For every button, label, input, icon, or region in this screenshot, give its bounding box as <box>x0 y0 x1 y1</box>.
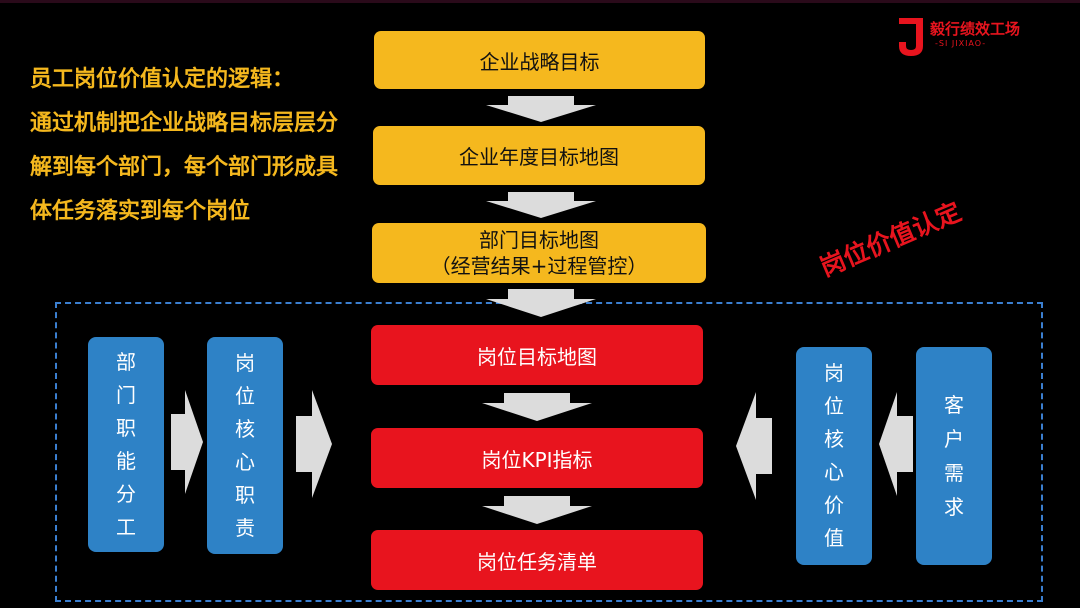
logo-name: 毅行绩效工场 <box>930 20 1021 38</box>
column-char: 核 <box>235 416 255 441</box>
logic-description: 员工岗位价值认定的逻辑： 通过机制把企业战略目标层层分 解到每个部门，每个部门形… <box>30 58 360 234</box>
flow-box-label: 企业年度目标地图 <box>459 145 619 169</box>
down-arrow-icon <box>486 289 596 317</box>
column-char: 岗 <box>824 361 844 385</box>
flow-box-label: 岗位目标地图 <box>477 344 597 369</box>
column-char: 值 <box>824 526 844 550</box>
column-char: 价 <box>824 493 844 517</box>
job-core-duty-column: 岗 位 核 心 职 责 <box>207 337 283 554</box>
flow-box-sublabel: （经营结果+过程管控） <box>430 254 648 278</box>
column-char: 户 <box>944 427 964 451</box>
flow-box-job-kpi: 岗位KPI指标 <box>371 428 703 488</box>
description-line: 解到每个部门，每个部门形成具 <box>30 155 339 180</box>
dept-function-column: 部 门 职 能 分 工 <box>88 337 164 552</box>
column-char: 职 <box>235 482 255 507</box>
flow-box-strategy: 企业战略目标 <box>374 31 705 89</box>
right-arrow-icon <box>296 390 332 498</box>
description-line: 体任务落实到每个岗位 <box>30 199 251 224</box>
description-line: 通过机制把企业战略目标层层分 <box>30 111 339 136</box>
column-char: 核 <box>824 427 844 451</box>
customer-demand-column: 客 户 需 求 <box>916 347 992 565</box>
down-arrow-icon <box>486 192 596 218</box>
column-char: 岗 <box>235 350 255 375</box>
column-char: 求 <box>944 495 964 519</box>
column-char: 位 <box>824 394 844 418</box>
top-border-line <box>0 0 1080 3</box>
column-char: 心 <box>824 460 844 484</box>
column-char: 位 <box>235 383 255 408</box>
column-char: 部 <box>116 349 136 374</box>
flow-box-label: 企业战略目标 <box>479 49 600 74</box>
column-char: 门 <box>116 382 136 407</box>
flow-box-annual-map: 企业年度目标地图 <box>373 126 705 185</box>
column-char: 能 <box>116 448 136 473</box>
flow-box-dept-map: 部门目标地图 （经营结果+过程管控） <box>372 223 706 283</box>
down-arrow-icon <box>482 496 592 524</box>
logo-icon <box>899 18 923 56</box>
right-arrow-icon <box>171 390 203 494</box>
left-arrow-icon <box>736 392 772 500</box>
column-char: 客 <box>944 393 964 417</box>
logo-subtitle: -SI JIXIAO- <box>935 39 987 48</box>
column-char: 责 <box>235 515 255 540</box>
down-arrow-icon <box>486 96 596 122</box>
description-line: 员工岗位价值认定的逻辑： <box>30 67 295 92</box>
down-arrow-icon <box>482 393 592 421</box>
job-value-stamp: 岗位价值认定 <box>815 196 966 283</box>
flow-box-label: 部门目标地图 <box>479 228 599 252</box>
flow-box-job-map: 岗位目标地图 <box>371 325 703 385</box>
column-char: 需 <box>944 461 964 485</box>
column-char: 工 <box>116 514 136 539</box>
flow-box-job-tasks: 岗位任务清单 <box>371 530 703 590</box>
job-core-value-column: 岗 位 核 心 价 值 <box>796 347 872 565</box>
column-char: 分 <box>116 481 136 506</box>
flow-box-label: 岗位任务清单 <box>477 549 597 574</box>
column-char: 心 <box>235 449 255 474</box>
flow-box-label: 岗位KPI指标 <box>481 447 593 472</box>
column-char: 职 <box>116 415 136 440</box>
left-arrow-icon <box>879 392 913 496</box>
